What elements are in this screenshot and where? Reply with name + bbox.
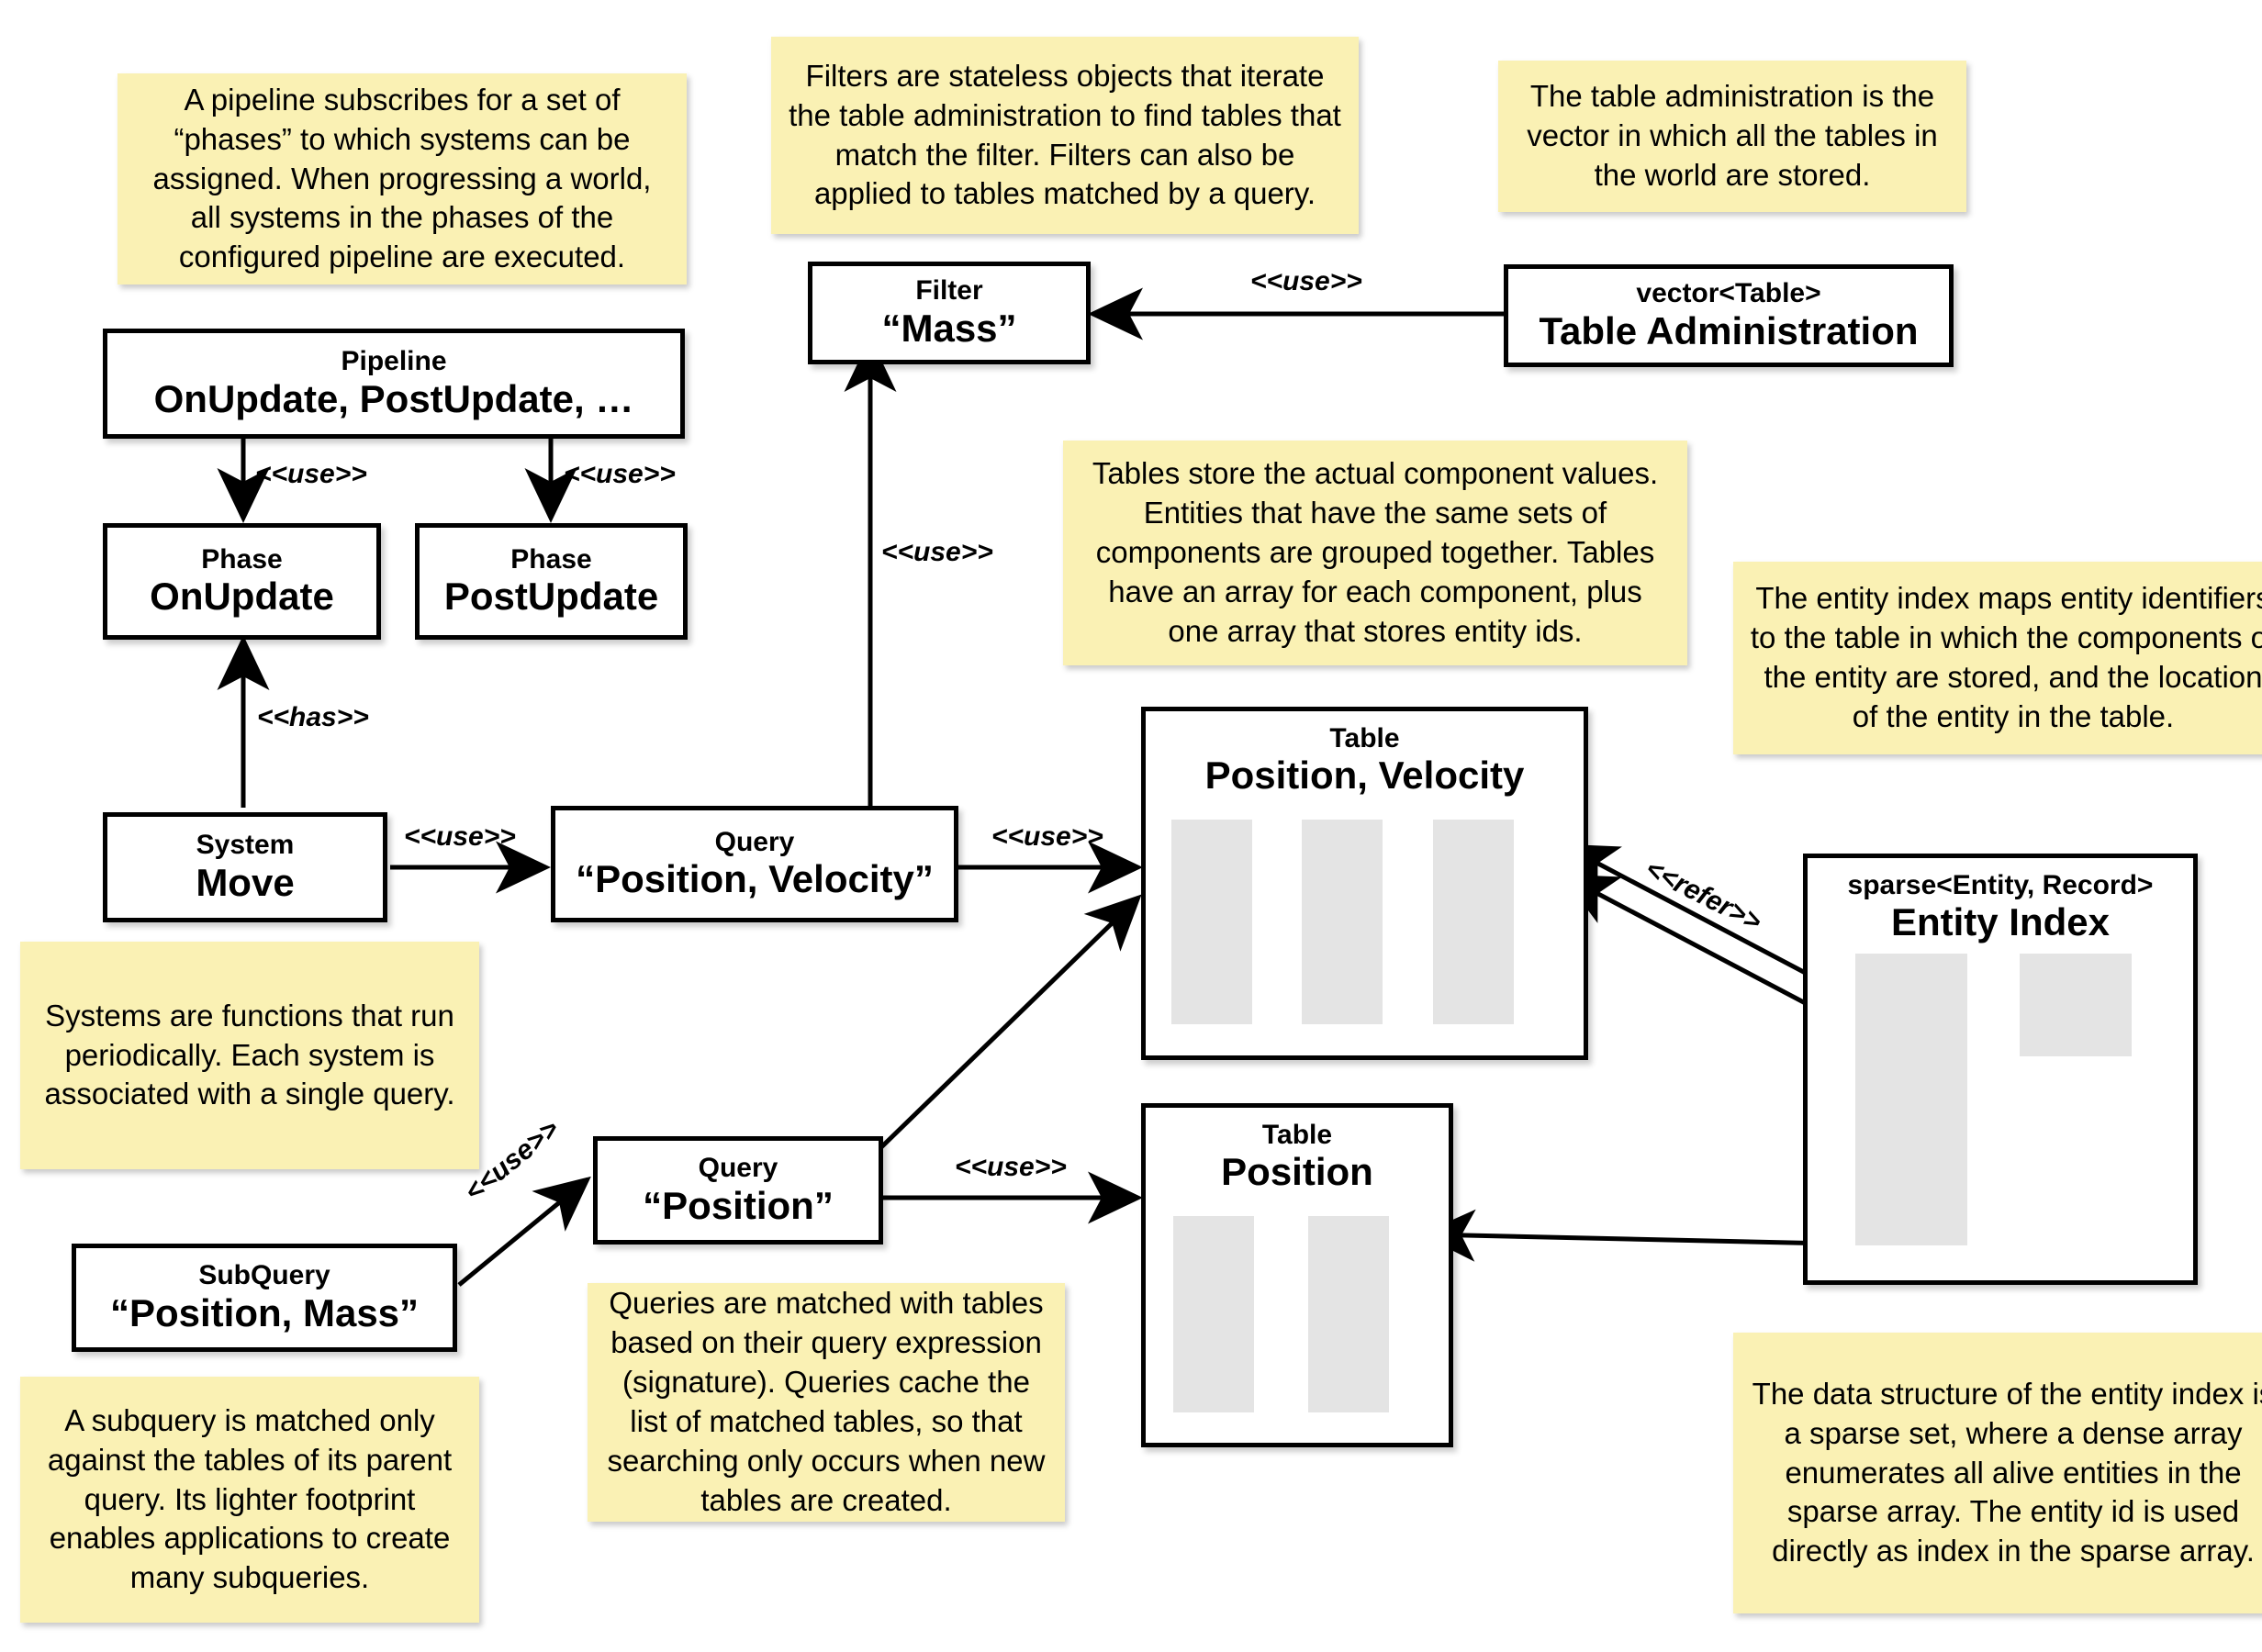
note-subquery: A subquery is matched only against the t… — [20, 1377, 479, 1623]
box-query-position-velocity-name: “Position, Velocity” — [576, 857, 934, 901]
table-column-array — [1173, 1216, 1254, 1412]
edge-label-pipeline-postupdate: <<use>> — [564, 459, 676, 489]
edge-label-pipeline-onupdate: <<use>> — [255, 459, 367, 489]
box-phase-postupdate[interactable]: Phase PostUpdate — [415, 523, 688, 640]
box-table-administration-name: Table Administration — [1539, 308, 1919, 352]
edge-label-query-use-table: <<use>> — [991, 821, 1103, 852]
box-filter-mass-stereotype: Filter — [915, 275, 983, 307]
box-entity-index-stereotype: sparse<Entity, Record> — [1847, 870, 2154, 900]
box-subquery-position-mass-name: “Position, Mass” — [109, 1290, 420, 1334]
box-query-position-stereotype: Query — [698, 1153, 778, 1184]
note-entity-index: The entity index maps entity identifiers… — [1733, 562, 2262, 754]
table-column-array — [1302, 820, 1383, 1024]
box-table-position[interactable]: Table Position — [1141, 1103, 1453, 1447]
box-table-position-velocity-stereotype: Table — [1329, 723, 1400, 753]
box-query-position-velocity-stereotype: Query — [714, 826, 795, 857]
box-subquery-position-mass[interactable]: SubQuery “Position, Mass” — [72, 1244, 457, 1352]
box-pipeline-stereotype: Pipeline — [341, 346, 447, 377]
box-table-position-stereotype: Table — [1261, 1120, 1333, 1150]
edge-label-system-use-query: <<use>> — [404, 821, 516, 852]
edge-label-querypos-use-tablepos: <<use>> — [955, 1152, 1067, 1182]
entity-index-sparse-array — [2020, 954, 2132, 1056]
box-subquery-position-mass-stereotype: SubQuery — [198, 1260, 330, 1291]
note-pipeline: A pipeline subscribes for a set of “phas… — [118, 73, 687, 285]
box-phase-onupdate-stereotype: Phase — [201, 543, 283, 575]
table-column-array — [1308, 1216, 1389, 1412]
box-query-position-name: “Position” — [643, 1183, 834, 1227]
note-query: Queries are matched with tables based on… — [588, 1283, 1065, 1522]
entity-index-dense-array — [1855, 954, 1967, 1245]
box-query-position[interactable]: Query “Position” — [593, 1136, 883, 1245]
note-filter: Filters are stateless objects that itera… — [771, 37, 1359, 234]
box-table-position-velocity-name: Position, Velocity — [1204, 753, 1525, 797]
box-table-position-name: Position — [1221, 1149, 1373, 1193]
box-phase-postupdate-name: PostUpdate — [443, 575, 659, 619]
box-system-move-stereotype: System — [196, 830, 295, 861]
box-phase-postupdate-stereotype: Phase — [510, 543, 592, 575]
note-table-administration: The table administration is the vector i… — [1498, 61, 1966, 212]
box-query-position-velocity[interactable]: Query “Position, Velocity” — [551, 806, 958, 922]
table-column-array — [1433, 820, 1514, 1024]
box-filter-mass-name: “Mass” — [881, 306, 1017, 350]
edge-label-admin-use-filter: <<use>> — [1250, 266, 1362, 296]
edge-label-query-use-filter: <<use>> — [881, 537, 993, 567]
box-system-move[interactable]: System Move — [103, 812, 387, 922]
box-phase-onupdate-name: OnUpdate — [150, 575, 334, 619]
entity-index-header: sparse<Entity, Record> Entity Index — [1808, 871, 2193, 943]
box-system-move-name: Move — [196, 860, 295, 904]
note-sparse-set: The data structure of the entity index i… — [1733, 1333, 2262, 1613]
box-pipeline[interactable]: Pipeline OnUpdate, PostUpdate, … — [103, 329, 685, 439]
box-table-administration[interactable]: vector<Table> Table Administration — [1504, 264, 1954, 367]
table-position-velocity-header: Table Position, Velocity — [1146, 724, 1584, 797]
box-entity-index-name: Entity Index — [1890, 899, 2111, 943]
edge-label-system-has-phase: <<has>> — [257, 702, 369, 732]
box-table-administration-stereotype: vector<Table> — [1636, 278, 1821, 309]
note-system: Systems are functions that run periodica… — [20, 942, 479, 1169]
box-entity-index[interactable]: sparse<Entity, Record> Entity Index — [1803, 854, 2198, 1285]
note-table: Tables store the actual component values… — [1063, 441, 1687, 665]
box-pipeline-name: OnUpdate, PostUpdate, … — [153, 376, 634, 420]
box-filter-mass[interactable]: Filter “Mass” — [808, 262, 1091, 364]
box-table-position-velocity[interactable]: Table Position, Velocity — [1141, 707, 1588, 1060]
box-phase-onupdate[interactable]: Phase OnUpdate — [103, 523, 381, 640]
table-position-header: Table Position — [1146, 1121, 1449, 1193]
table-column-array — [1171, 820, 1252, 1024]
edge-label-index-refer-table: <<refer>> — [1641, 854, 1766, 938]
